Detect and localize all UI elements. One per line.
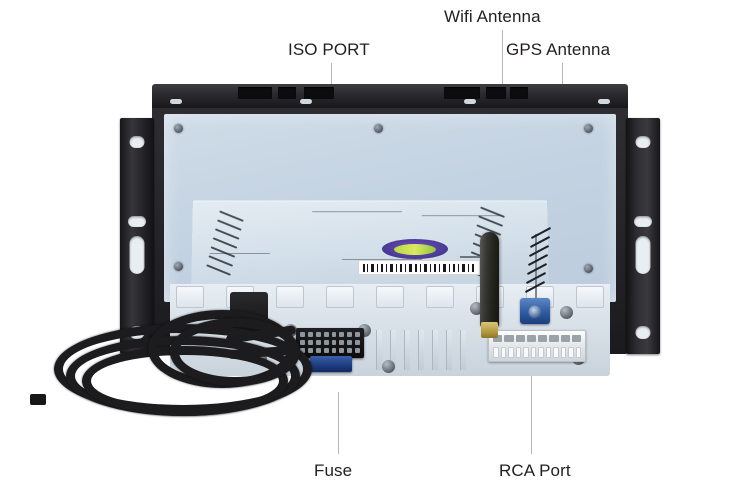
gps-antenna-connector[interactable] (520, 298, 550, 324)
panel-seam (209, 252, 270, 254)
bolt (470, 302, 483, 315)
callout-label-iso-port: ISO PORT (288, 40, 370, 59)
top-trim-bar (152, 84, 628, 108)
heatsink-fin (404, 330, 410, 370)
heatsink-fin (460, 330, 466, 370)
barcode-sticker (358, 260, 480, 275)
bracket-hole (635, 236, 651, 274)
screw (584, 264, 593, 273)
bracket-hole (635, 136, 651, 148)
screw (174, 262, 183, 271)
callout-label-gps-antenna: GPS Antenna (506, 40, 611, 59)
heatsink-fin (432, 330, 438, 370)
shelf-tab (276, 286, 304, 308)
bracket-hole (128, 216, 146, 227)
shelf-tab (426, 286, 454, 308)
shelf-tab (326, 286, 354, 308)
wifi-antenna-base (481, 322, 498, 338)
gps-antenna-whip (516, 226, 558, 302)
callout-label-rca-port: RCA Port (499, 461, 571, 480)
bracket-hole (635, 326, 651, 339)
heatsink-fin (418, 330, 424, 370)
heatsink-fin (446, 330, 452, 370)
callout-label-wifi-antenna: Wifi Antenna (444, 7, 541, 26)
bolt (560, 306, 573, 319)
fuse-block[interactable] (310, 356, 352, 372)
shelf-tab (576, 286, 604, 308)
rca-port-connector[interactable] (488, 330, 586, 362)
bracket-hole (129, 136, 145, 148)
brand-logo-inner (394, 243, 436, 255)
callout-label-fuse: Fuse (314, 461, 353, 480)
screw (584, 124, 593, 133)
iso-port-connector[interactable] (296, 328, 364, 358)
shelf-tab (176, 286, 204, 308)
cable-loop (170, 318, 300, 386)
heatsink-fin (390, 330, 396, 370)
heatsink-fin (376, 330, 382, 370)
cable-harness (30, 290, 350, 430)
wifi-antenna-crossbar (460, 256, 482, 258)
bolt (382, 360, 395, 373)
screw (174, 124, 183, 133)
panel-seam (421, 215, 502, 217)
screw (374, 124, 383, 133)
mounting-bracket-right (626, 118, 660, 354)
cable-plug-end (30, 394, 46, 405)
bracket-hole (129, 236, 145, 274)
leader-line-rca-port (531, 348, 532, 454)
brand-logo (382, 239, 448, 259)
shelf-tab (376, 286, 404, 308)
leader-line-fuse (338, 392, 339, 454)
bracket-hole (634, 216, 652, 227)
gps-connector-core (528, 305, 542, 319)
wifi-antenna-stub[interactable] (480, 232, 499, 328)
gps-antenna-lead (535, 234, 537, 300)
panel-seam (312, 211, 402, 213)
